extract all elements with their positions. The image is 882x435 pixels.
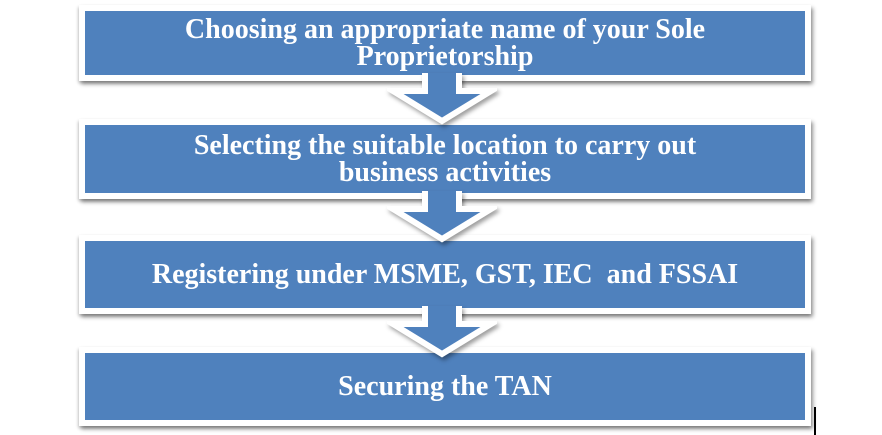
step-3-text-line-1: Registering under MSME, GST, IEC and FSS… bbox=[151, 259, 739, 290]
step-1-text-line-2: Proprietorship bbox=[356, 41, 534, 72]
step-box-4: Securing the TAN bbox=[79, 347, 811, 426]
step-2-text-line-1: Selecting the suitable location to carry… bbox=[193, 130, 697, 161]
step-box-2: Selecting the suitable location to carry… bbox=[79, 119, 811, 199]
step-2-text-line-2: business activities bbox=[338, 157, 552, 188]
step-box-1: Choosing an appropriate name of your Sol… bbox=[79, 5, 811, 81]
step-4-text-line-1: Securing the TAN bbox=[338, 371, 552, 402]
step-1-text-line-1: Choosing an appropriate name of your Sol… bbox=[184, 14, 706, 45]
down-arrow-icon bbox=[387, 306, 497, 358]
step-box-3: Registering under MSME, GST, IEC and FSS… bbox=[79, 235, 811, 314]
table-border-artifact bbox=[814, 407, 816, 435]
down-arrow-icon bbox=[387, 73, 497, 125]
down-arrow-icon bbox=[387, 191, 497, 243]
